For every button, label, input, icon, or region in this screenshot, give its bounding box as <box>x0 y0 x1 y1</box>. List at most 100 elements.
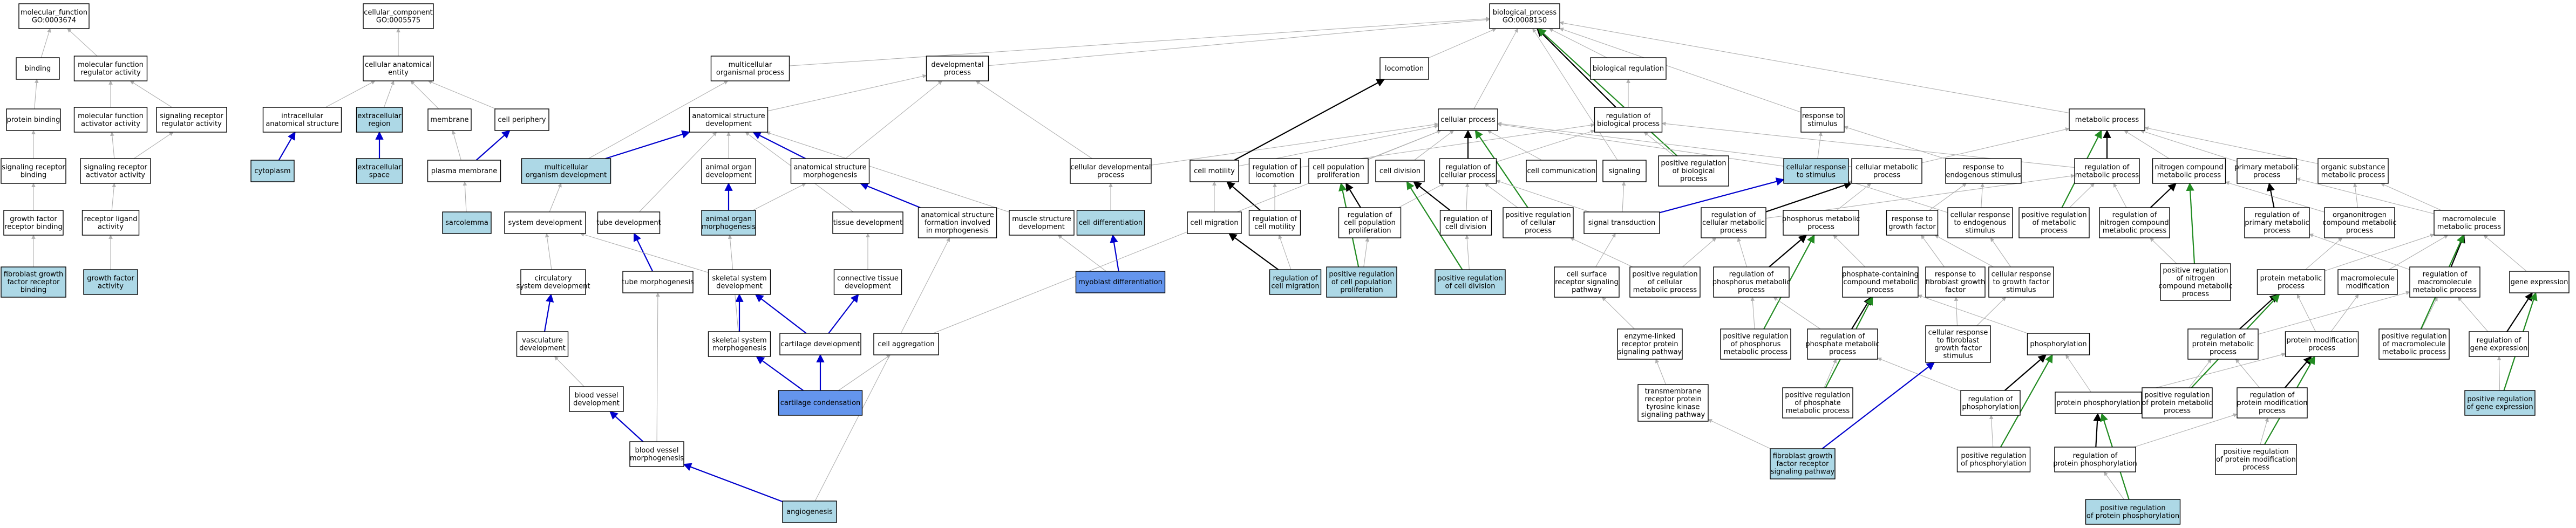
node-sigtrans[interactable]: signal transduction <box>1583 211 1660 234</box>
node-celldiv[interactable]: cell division <box>1375 160 1425 182</box>
node-cellcomm[interactable]: cell communication <box>1526 160 1597 182</box>
node-cellmot[interactable]: cell motility <box>1190 160 1239 182</box>
node-cartcond[interactable]: cartilage condensation <box>778 390 863 416</box>
node-metproc[interactable]: metabolic process <box>2069 108 2145 131</box>
node-locomotion[interactable]: locomotion <box>1379 57 1429 80</box>
node-tissuedev[interactable]: tissue development <box>832 211 903 234</box>
node-angiogenesis[interactable]: angiogenesis <box>782 500 837 523</box>
node-cellproc[interactable]: cellular process <box>1438 108 1498 131</box>
node-phosphorylation[interactable]: phosphorylation <box>2027 333 2090 355</box>
node-sarcolemma[interactable]: sarcolemma <box>442 211 492 234</box>
node-plasmamem[interactable]: plasma membrane <box>427 160 501 182</box>
node-cellagg[interactable]: cell aggregation <box>873 333 939 355</box>
node-signaling[interactable]: signaling <box>1602 160 1647 182</box>
node-cytoplasm[interactable]: cytoplasm <box>250 160 295 182</box>
node-cellper[interactable]: cell periphery <box>494 108 549 131</box>
node-tubedev[interactable]: tube development <box>596 211 661 234</box>
node-sysdev[interactable]: system development <box>504 211 586 234</box>
node-membrane[interactable]: membrane <box>427 108 472 131</box>
node-myoblast[interactable]: myoblast differentiation <box>1075 271 1166 293</box>
node-binding[interactable]: binding <box>16 57 60 80</box>
node-protphos[interactable]: protein phosphorylation <box>2055 392 2142 414</box>
node-cellmig[interactable]: cell migration <box>1187 211 1242 234</box>
